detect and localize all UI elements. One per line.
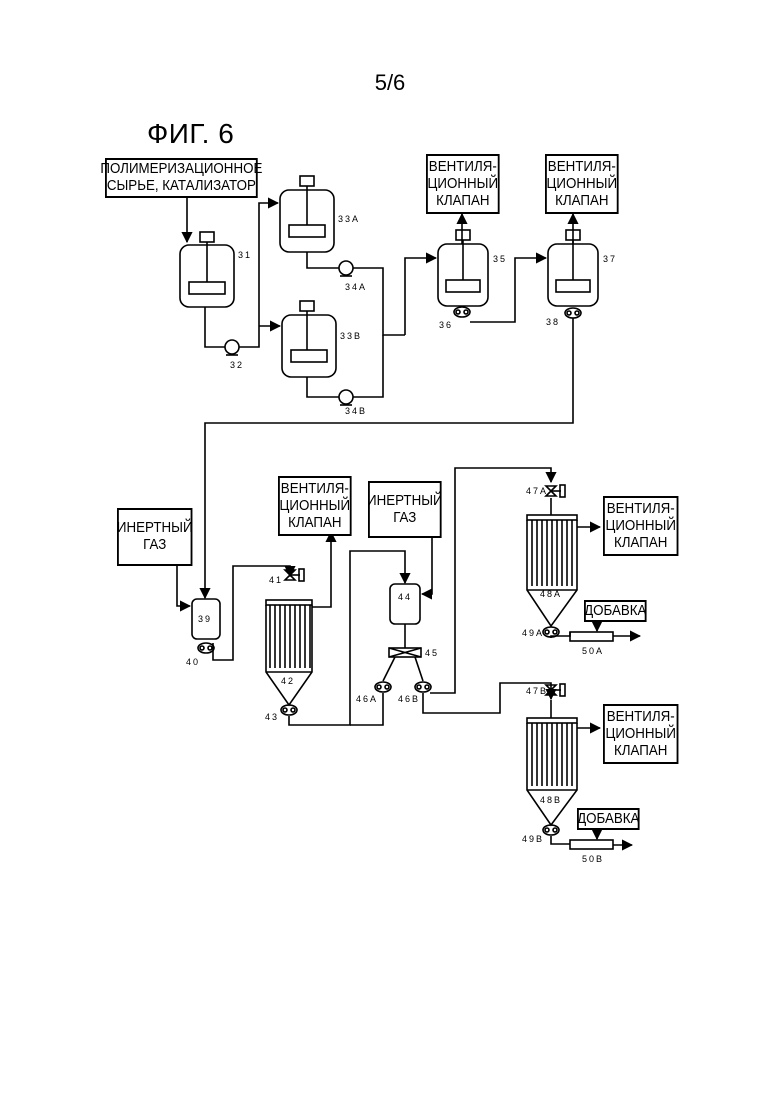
additive-box-a: ДОБАВКА: [584, 600, 647, 622]
label-48b: 48B: [540, 795, 562, 805]
label-49a: 49A: [522, 628, 544, 638]
reactor-33a: [280, 176, 334, 252]
gear-pump-49b: [543, 825, 559, 835]
label-45: 45: [425, 648, 439, 658]
feed-box: ПОЛИМЕРИЗАЦИОННОЕ СЫРЬЕ, КАТАЛИЗАТОР: [105, 158, 258, 198]
additive-box-b: ДОБАВКА: [577, 808, 640, 830]
reactor-35: [438, 230, 488, 306]
pump-34b: [339, 390, 353, 405]
vent-valve-box-48a: ВЕНТИЛЯ- ЦИОННЫЙ КЛАПАН: [603, 496, 678, 556]
label-34b: 34B: [345, 406, 367, 416]
gear-pump-46a: [375, 682, 391, 692]
reactor-33b: [282, 301, 336, 377]
label-47b: 47B: [526, 686, 548, 696]
reactor-31: [180, 232, 234, 307]
label-42: 42: [281, 676, 295, 686]
gear-pump-43: [281, 705, 297, 715]
label-49b: 49B: [522, 834, 544, 844]
label-40: 40: [186, 657, 200, 667]
valve-45: [389, 648, 421, 657]
gear-pump-38: [565, 308, 581, 318]
label-46b: 46B: [398, 694, 420, 704]
label-35: 35: [493, 254, 507, 264]
valve-47a: [546, 485, 565, 497]
label-47a: 47A: [526, 486, 548, 496]
label-36: 36: [439, 320, 453, 330]
pelletizer-50a: [570, 632, 613, 641]
label-39: 39: [198, 614, 212, 624]
label-37: 37: [603, 254, 617, 264]
gear-pump-40: [198, 643, 214, 653]
inert-gas-box-44: ИНЕРТНЫЙ ГАЗ: [368, 481, 442, 538]
pelletizer-50b: [570, 840, 613, 849]
vent-valve-box-35: ВЕНТИЛЯ- ЦИОННЫЙ КЛАПАН: [426, 154, 500, 214]
devolatilizer-48a: [527, 515, 577, 626]
vent-valve-box-37: ВЕНТИЛЯ- ЦИОННЫЙ КЛАПАН: [545, 154, 619, 214]
gear-pump-46b: [415, 682, 431, 692]
devolatilizer-48b: [527, 718, 577, 825]
valve-47b: [546, 684, 565, 696]
label-31: 31: [238, 250, 252, 260]
label-33a: 33A: [338, 214, 360, 224]
label-34a: 34A: [345, 282, 367, 292]
valve-41: [285, 569, 304, 581]
devolatilizer-42: [266, 600, 312, 705]
inert-gas-box-39: ИНЕРТНЫЙ ГАЗ: [117, 508, 192, 566]
label-32: 32: [230, 360, 244, 370]
pump-34a: [339, 261, 353, 276]
label-50b: 50B: [582, 854, 604, 864]
gear-pump-36: [454, 307, 470, 317]
vessel-44: [390, 584, 420, 624]
label-46a: 46A: [356, 694, 378, 704]
label-48a: 48A: [540, 589, 562, 599]
vent-valve-box-48b: ВЕНТИЛЯ- ЦИОННЫЙ КЛАПАН: [603, 704, 678, 764]
label-43: 43: [265, 712, 279, 722]
label-44: 44: [398, 592, 412, 602]
pump-32: [225, 340, 239, 355]
label-33b: 33B: [340, 331, 362, 341]
label-50a: 50A: [582, 646, 604, 656]
label-38: 38: [546, 317, 560, 327]
vent-valve-box-42: ВЕНТИЛЯ- ЦИОННЫЙ КЛАПАН: [278, 476, 352, 536]
label-41: 41: [269, 575, 283, 585]
